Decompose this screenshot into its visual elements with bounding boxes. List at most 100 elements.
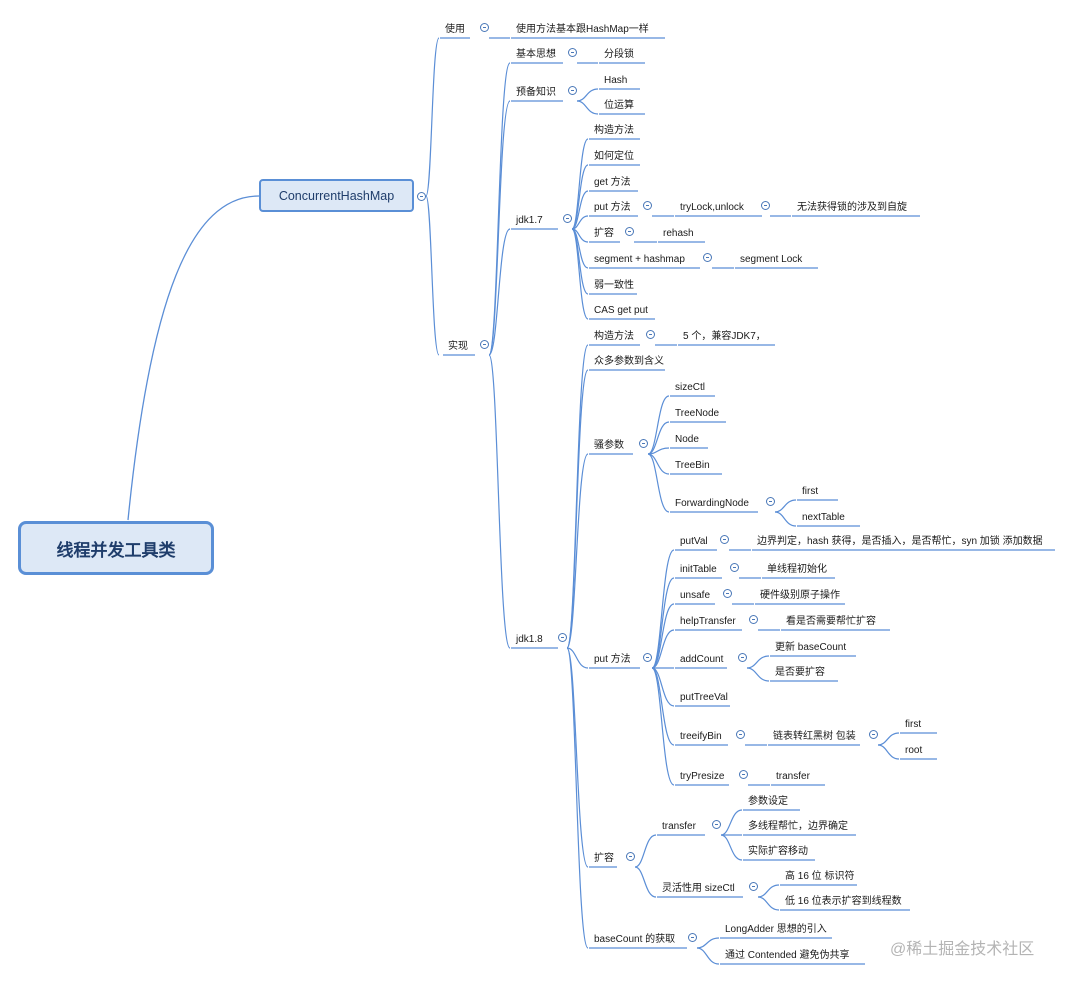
node-j7-locate[interactable]: 如何定位: [594, 151, 634, 162]
collapse-icon-helptransfer[interactable]: [749, 615, 758, 624]
edge-fwdnode-to-first1: [774, 499, 797, 513]
node-longadder[interactable]: LongAdder 思想的引入: [725, 924, 827, 935]
collapse-icon-inittable[interactable]: [730, 563, 739, 572]
node-addcount[interactable]: addCount: [680, 654, 724, 665]
edge-transfer-to-actual_move: [720, 834, 743, 861]
node-j8-sao[interactable]: 骚参数: [594, 440, 624, 451]
node-first2[interactable]: first: [905, 719, 922, 730]
node-contended[interactable]: 通过 Contended 避免伪共享: [725, 950, 850, 961]
node-j7-put[interactable]: put 方法: [594, 202, 631, 213]
node-inittable[interactable]: initTable: [680, 564, 717, 575]
node-j7-get[interactable]: get 方法: [594, 177, 631, 188]
node-update-basecount[interactable]: 更新 baseCount: [775, 642, 847, 653]
node-transfer[interactable]: transfer: [662, 821, 696, 832]
edge-addcount-to-need_resize: [746, 667, 770, 682]
node-helptransfer-desc[interactable]: 看是否需要帮忙扩容: [786, 616, 876, 627]
node-usage-desc[interactable]: 使用方法基本跟HashMap一样: [516, 24, 649, 35]
node-trypresize[interactable]: tryPresize: [680, 771, 725, 782]
collapse-icon-j8-put[interactable]: [643, 653, 652, 662]
node-flex-sizectl[interactable]: 灵活性用 sizeCtl: [662, 883, 735, 894]
node-actual-move[interactable]: 实际扩容移动: [748, 846, 808, 857]
main-topic-collapse-icon[interactable]: [417, 192, 426, 201]
node-need-resize[interactable]: 是否要扩容: [775, 667, 825, 678]
collapse-icon-trypresize[interactable]: [739, 770, 748, 779]
node-j7-cas[interactable]: CAS get put: [594, 305, 648, 316]
node-puttreeval[interactable]: putTreeVal: [680, 692, 728, 703]
node-fwdnode[interactable]: ForwardingNode: [675, 498, 749, 509]
node-sizectl[interactable]: sizeCtl: [675, 382, 706, 393]
node-low16[interactable]: 低 16 位表示扩容到线程数: [785, 896, 902, 907]
collapse-icon-flex-sizectl[interactable]: [749, 882, 758, 891]
edge-transfer-to-param_set: [720, 809, 743, 836]
node-treeify-desc[interactable]: 链表转红黑树 包装: [773, 731, 856, 742]
node-unsafe-desc[interactable]: 硬件级别原子操作: [760, 590, 840, 601]
node-treeifybin[interactable]: treeifyBin: [680, 731, 722, 742]
node-j8-ctor[interactable]: 构造方法: [594, 331, 634, 342]
edge-j8_sao-to-fwdnode: [647, 453, 670, 513]
main-topic-concurrenthashmap[interactable]: ConcurrentHashMap: [259, 179, 414, 212]
node-bitop[interactable]: 位运算: [604, 100, 634, 111]
node-j8-ctor-desc[interactable]: 5 个，兼容JDK7，: [683, 331, 766, 342]
node-inittable-desc[interactable]: 单线程初始化: [767, 564, 827, 575]
collapse-icon-jdk18[interactable]: [558, 633, 567, 642]
node-param-set[interactable]: 参数设定: [748, 796, 788, 807]
node-high16[interactable]: 高 16 位 标识符: [785, 871, 855, 882]
node-basecount-get[interactable]: baseCount 的获取: [594, 934, 676, 945]
collapse-icon-treeifybin[interactable]: [736, 730, 745, 739]
node-j8-params[interactable]: 众多参数到含义: [594, 356, 664, 367]
node-hash[interactable]: Hash: [604, 75, 628, 86]
node-j7-spin[interactable]: 无法获得锁的涉及到自旋: [797, 202, 907, 213]
collapse-icon-j7-put[interactable]: [643, 201, 652, 210]
node-j7-seghash[interactable]: segment + hashmap: [594, 254, 685, 265]
node-j7-weak[interactable]: 弱一致性: [594, 280, 634, 291]
node-treenode[interactable]: TreeNode: [675, 408, 720, 419]
node-j7-seglock[interactable]: segment Lock: [740, 254, 803, 265]
edge-impl-to-jdk17: [488, 228, 511, 356]
node-first1[interactable]: first: [802, 486, 819, 497]
collapse-icon-basecount-get[interactable]: [688, 933, 697, 942]
node-j7-ctor[interactable]: 构造方法: [594, 125, 634, 136]
collapse-icon-fwdnode[interactable]: [766, 497, 775, 506]
node-j8-put[interactable]: put 方法: [594, 654, 631, 665]
collapse-icon-j7-trylock[interactable]: [761, 201, 770, 210]
node-impl[interactable]: 实现: [448, 341, 468, 352]
node-j7-trylock[interactable]: tryLock,unlock: [680, 202, 744, 213]
node-putval[interactable]: putVal: [680, 536, 708, 547]
collapse-icon-basic-idea[interactable]: [568, 48, 577, 57]
node-j8-resize[interactable]: 扩容: [594, 853, 614, 864]
node-j7-rehash[interactable]: rehash: [663, 228, 694, 239]
node-putval-desc[interactable]: 边界判定，hash 获得，是否插入，是否帮忙，syn 加锁 添加数据: [757, 536, 1043, 547]
collapse-icon-j7-resize[interactable]: [625, 227, 634, 236]
collapse-icon-transfer[interactable]: [712, 820, 721, 829]
node-basic-idea[interactable]: 基本思想: [516, 49, 556, 60]
collapse-icon-usage[interactable]: [480, 23, 489, 32]
collapse-icon-addcount[interactable]: [738, 653, 747, 662]
collapse-icon-treeify-desc[interactable]: [869, 730, 878, 739]
edge-jdk17-to-j7_ctor: [571, 138, 589, 230]
node-unsafe[interactable]: unsafe: [680, 590, 711, 601]
collapse-icon-j8-resize[interactable]: [626, 852, 635, 861]
node-nexttable[interactable]: nextTable: [802, 512, 845, 523]
collapse-icon-prereq[interactable]: [568, 86, 577, 95]
node-usage[interactable]: 使用: [445, 24, 465, 35]
node-root[interactable]: root: [905, 745, 923, 756]
collapse-icon-putval[interactable]: [720, 535, 729, 544]
node-seg-lock[interactable]: 分段锁: [604, 49, 634, 60]
collapse-icon-j8-sao[interactable]: [639, 439, 648, 448]
collapse-icon-j7-seghash[interactable]: [703, 253, 712, 262]
node-jdk18[interactable]: jdk1.8: [516, 634, 543, 645]
node-node[interactable]: Node: [675, 434, 699, 445]
node-treebin[interactable]: TreeBin: [675, 460, 710, 471]
node-jdk17[interactable]: jdk1.7: [516, 215, 543, 226]
collapse-icon-j8-ctor[interactable]: [646, 330, 655, 339]
edge-j8_sao-to-sizectl: [647, 395, 670, 455]
node-multi-help[interactable]: 多线程帮忙，边界确定: [748, 821, 848, 832]
node-helptransfer[interactable]: helpTransfer: [680, 616, 736, 627]
collapse-icon-unsafe[interactable]: [723, 589, 732, 598]
central-topic[interactable]: 线程并发工具类: [18, 521, 214, 575]
node-transfer-leaf[interactable]: transfer: [776, 771, 810, 782]
node-prereq[interactable]: 预备知识: [516, 87, 556, 98]
collapse-icon-impl[interactable]: [480, 340, 489, 349]
collapse-icon-jdk17[interactable]: [563, 214, 572, 223]
node-j7-resize[interactable]: 扩容: [594, 228, 614, 239]
